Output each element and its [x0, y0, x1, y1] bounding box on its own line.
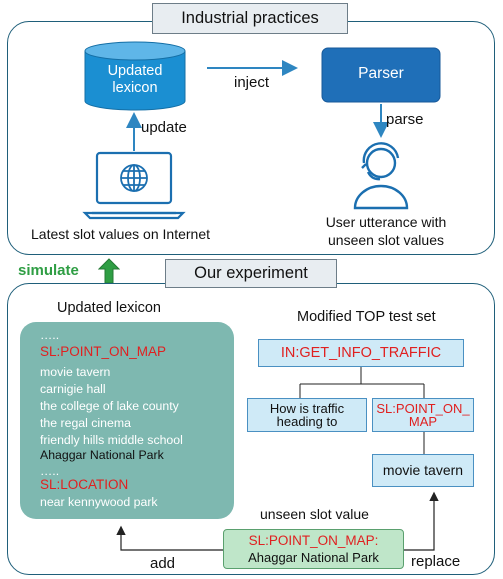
lexicon-dots-bottom: …: [40, 511, 53, 525]
lexicon-item: carnigie hall: [40, 382, 106, 396]
leaf-node-movie-tavern: movie tavern: [372, 454, 474, 487]
updated-lexicon-database-icon: [84, 41, 186, 111]
unseen-slot-value-label: unseen slot value: [260, 506, 369, 522]
globe-icon: [120, 164, 148, 192]
updated-lexicon-box: [20, 322, 234, 519]
parser-box: [321, 47, 441, 103]
left-child-node: How is traffic heading to: [247, 398, 367, 432]
laptop-caption: Latest slot values on Internet: [31, 226, 210, 242]
lexicon-dots-top: …..: [40, 328, 60, 342]
lexicon-dots-mid: …..: [40, 464, 60, 478]
add-arrow: [116, 525, 223, 551]
replace-label: replace: [411, 553, 461, 570]
updated-lexicon-db-label: Updated lexicon: [107, 63, 163, 96]
update-label: update: [141, 119, 187, 136]
simulate-label: simulate: [18, 262, 79, 279]
inject-label: inject: [234, 74, 270, 91]
laptop-icon: [82, 151, 186, 220]
industrial-practices-title: Industrial practices: [152, 3, 348, 34]
replace-arrow: [404, 491, 439, 551]
tree-connectors: [299, 366, 425, 454]
unseen-slot-value: Ahaggar National Park: [248, 550, 379, 565]
updated-lexicon-title: Updated lexicon: [57, 300, 161, 316]
lexicon-item: the regal cinema: [40, 416, 131, 430]
lexicon-item: near kennywood park: [40, 495, 158, 509]
lexicon-slot-point-on-map: SL:POINT_ON_MAP: [40, 344, 167, 359]
user-headset-icon: [353, 142, 409, 210]
modified-top-test-set-title: Modified TOP test set: [297, 309, 436, 325]
parser-label: Parser: [358, 65, 404, 82]
user-utterance-caption: User utterance with unseen slot values: [325, 214, 447, 248]
our-experiment-title: Our experiment: [165, 259, 337, 288]
lexicon-new-item: Ahaggar National Park: [40, 448, 164, 462]
add-label: add: [150, 555, 176, 572]
unseen-slot-name: SL:POINT_ON_MAP:: [248, 533, 379, 548]
intent-node: IN:GET_INFO_TRAFFIC: [258, 339, 464, 367]
unseen-slot-value-box: SL:POINT_ON_MAP: Ahaggar National Park: [223, 529, 404, 569]
lexicon-item: the college of lake county: [40, 399, 179, 413]
right-child-slot-node: SL:POINT_ON_ MAP: [372, 398, 474, 432]
lexicon-slot-location: SL:LOCATION: [40, 477, 129, 492]
lexicon-item: movie tavern: [40, 365, 111, 379]
parse-label: parse: [386, 111, 424, 128]
lexicon-item: friendly hills middle school: [40, 433, 183, 447]
